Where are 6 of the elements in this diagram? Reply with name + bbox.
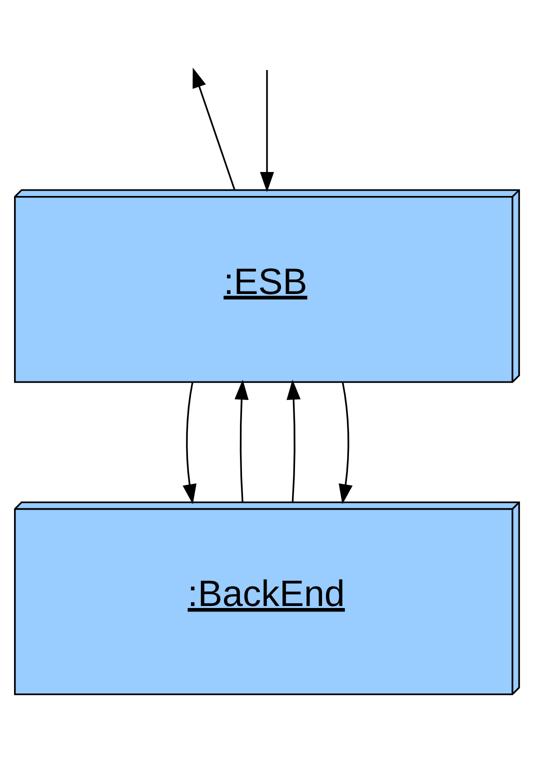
arrow xyxy=(234,379,249,502)
arrow xyxy=(338,381,353,504)
arrow xyxy=(260,70,274,192)
arrow xyxy=(192,67,236,190)
arrow xyxy=(286,379,301,502)
arrow xyxy=(182,381,196,504)
